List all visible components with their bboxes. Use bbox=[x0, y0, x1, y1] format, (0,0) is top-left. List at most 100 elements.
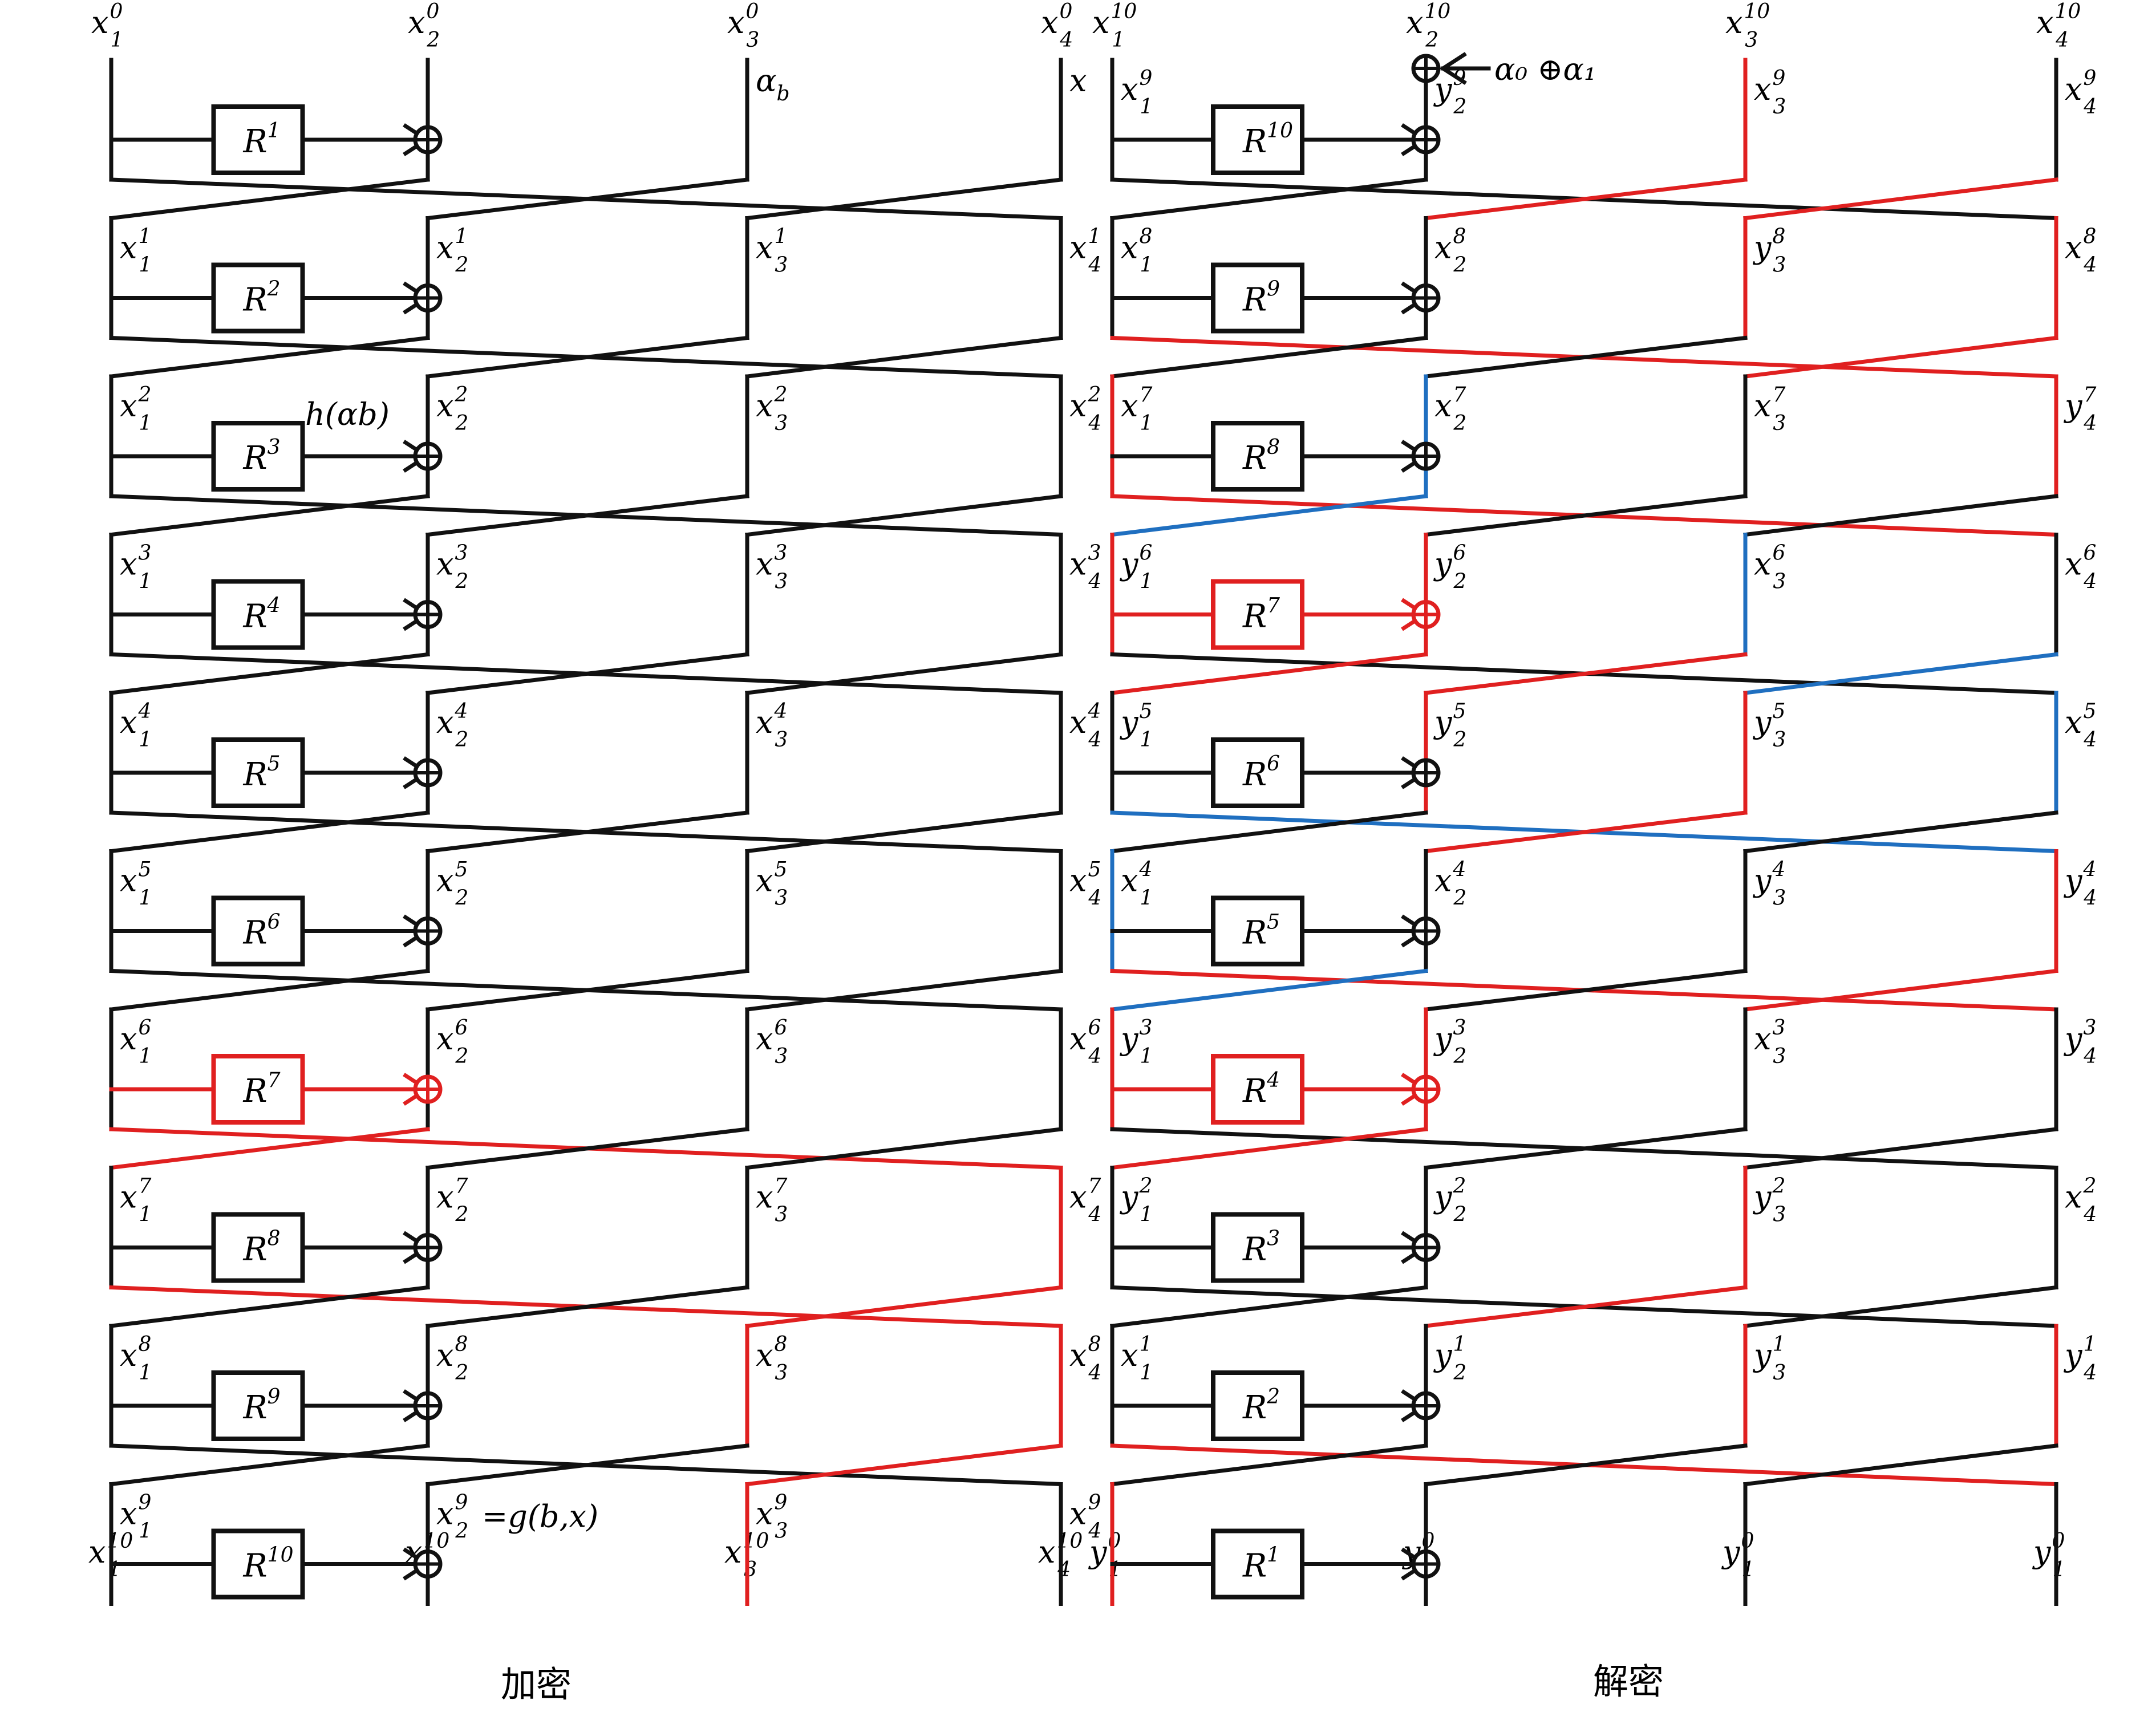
round-function-label: R5 bbox=[1242, 911, 1280, 952]
function-note: =g(b,x) bbox=[482, 1499, 598, 1535]
permutation-wire bbox=[1424, 1443, 1748, 1487]
encrypt-caption: 加密 bbox=[501, 1664, 572, 1705]
round-function-label: R1 bbox=[1242, 1544, 1280, 1585]
permutation-wire bbox=[1424, 810, 1748, 854]
round-function-label: R5 bbox=[243, 752, 281, 793]
permutation-wire bbox=[425, 652, 749, 695]
permutation-wire bbox=[109, 1443, 430, 1487]
permutation-wire bbox=[425, 1127, 749, 1170]
round-function-label: R7 bbox=[243, 1069, 281, 1110]
round-function-label: R3 bbox=[243, 436, 281, 477]
permutation-wire bbox=[425, 177, 749, 221]
round-function-label: R4 bbox=[243, 594, 281, 635]
round-function-box bbox=[211, 1528, 305, 1600]
arrow-icon bbox=[1439, 52, 1467, 85]
round-function-label: R10 bbox=[1242, 119, 1293, 160]
round-function-box bbox=[1211, 262, 1304, 334]
permutation-wire bbox=[425, 968, 749, 1012]
permutation-wire bbox=[425, 1285, 749, 1328]
round-function-box bbox=[1211, 579, 1304, 650]
permutation-wire bbox=[1424, 177, 1748, 221]
round-function-label: R10 bbox=[243, 1544, 294, 1585]
permutation-wire bbox=[745, 335, 1063, 379]
permutation-wire bbox=[1424, 494, 1748, 537]
permutation-wire bbox=[745, 652, 1063, 695]
round-function-box bbox=[211, 421, 305, 492]
permutation-wire bbox=[1743, 968, 2058, 1012]
permutation-wire bbox=[1424, 335, 1748, 379]
round-function-box bbox=[211, 1370, 305, 1441]
top-annotation: αb bbox=[756, 63, 790, 106]
permutation-wire bbox=[745, 494, 1063, 537]
permutation-wire bbox=[1743, 494, 2058, 537]
round-function-label: R2 bbox=[1242, 1385, 1280, 1426]
permutation-wire bbox=[109, 177, 430, 221]
permutation-wire bbox=[1424, 652, 1748, 695]
permutation-wire bbox=[1424, 1285, 1748, 1328]
permutation-wire bbox=[1110, 494, 1428, 537]
permutation-wire bbox=[745, 1127, 1063, 1170]
round-function-label: R8 bbox=[1242, 436, 1280, 477]
encryption-panel: x01x02x03x04x101x102x103x104R1R2x11x12x1… bbox=[88, 0, 1101, 1606]
permutation-wire bbox=[1110, 177, 1428, 221]
permutation-wire bbox=[1743, 652, 2058, 695]
round-function-label: R9 bbox=[243, 1385, 281, 1426]
permutation-wire bbox=[1110, 1127, 1428, 1170]
round-function-box bbox=[1211, 737, 1304, 808]
permutation-wire bbox=[109, 1127, 430, 1170]
decryption-panel: x101x102x103x104y01y01y01y01R10x91y92x93… bbox=[1088, 0, 2097, 1606]
permutation-wire bbox=[425, 810, 749, 854]
round-function-label: R8 bbox=[243, 1227, 281, 1268]
permutation-wire bbox=[109, 652, 430, 695]
